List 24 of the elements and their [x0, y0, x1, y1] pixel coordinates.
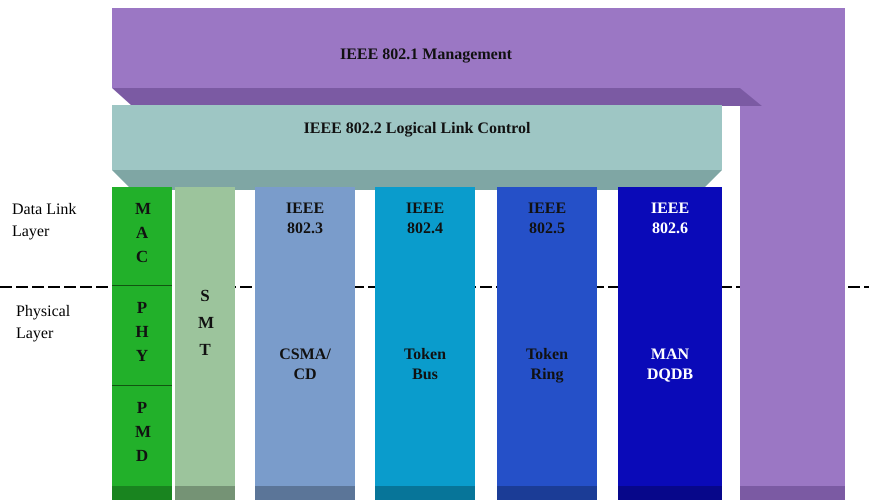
- layer-label: Physical Layer: [16, 302, 72, 344]
- protocol-column: [375, 187, 475, 500]
- protocol-label: CSMA/ CD: [278, 345, 332, 385]
- layer-title: IEEE 802.1 Management: [339, 45, 513, 65]
- protocol-label: Token Ring: [524, 345, 570, 385]
- sublayer-block: [175, 187, 235, 500]
- standard-label: IEEE 802.5: [526, 199, 568, 239]
- sublayer-block: [112, 285, 172, 385]
- protocol-column: [618, 187, 722, 500]
- sublayer-label: SMT: [198, 285, 212, 361]
- layer-label: Data Link Layer: [12, 200, 78, 242]
- protocol-column: [497, 187, 597, 500]
- sublayer-block: [112, 187, 172, 285]
- standard-label: IEEE 802.3: [284, 199, 326, 239]
- layer-title: IEEE 802.2 Logical Link Control: [302, 119, 532, 139]
- sublayer-label: PHY: [135, 297, 149, 367]
- sublayer-block: [112, 385, 172, 500]
- sublayer-label: MAC: [135, 198, 149, 268]
- protocol-column: [255, 187, 355, 500]
- standard-label: IEEE 802.6: [650, 199, 690, 239]
- standard-label: IEEE 802.4: [404, 199, 446, 239]
- protocol-label: MAN DQDB: [646, 345, 694, 385]
- protocol-label: Token Bus: [402, 345, 448, 385]
- sublayer-label: PMD: [135, 397, 149, 467]
